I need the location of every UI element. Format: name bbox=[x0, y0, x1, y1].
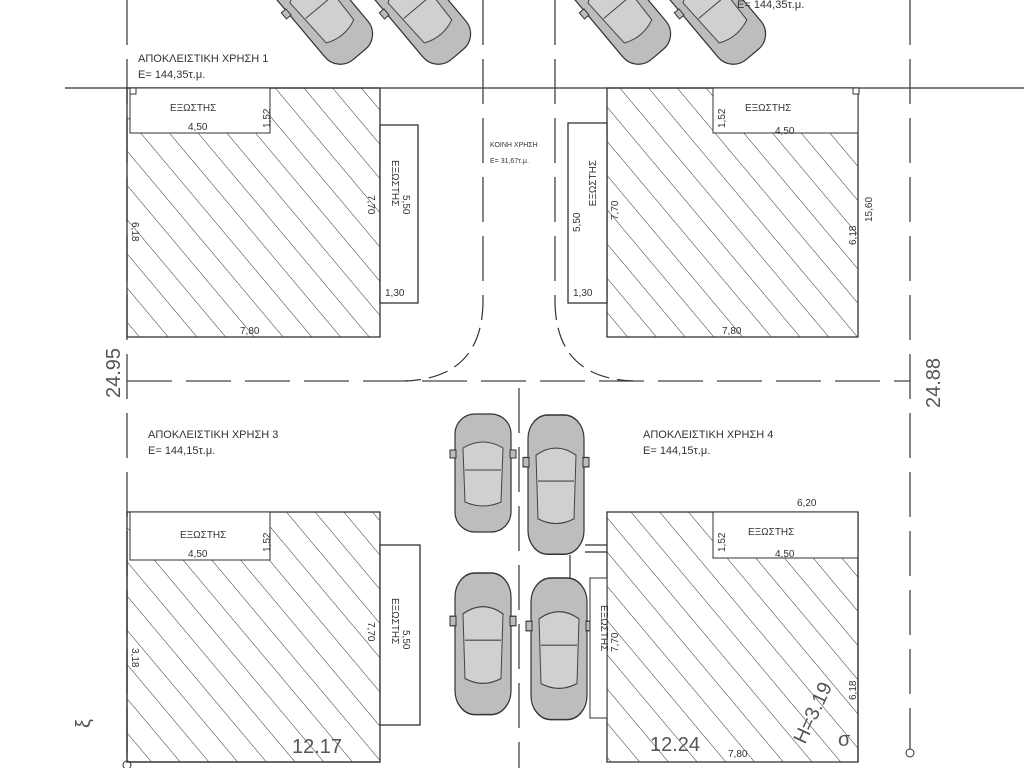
unit-3-area: Ε= 144,15τ.μ. bbox=[148, 445, 215, 457]
unit-1-area: Ε= 144,35τ.μ. bbox=[138, 69, 205, 81]
side-balcony-label: ΕΞΩΣΤΗΣ bbox=[598, 605, 609, 651]
unit-width: 7,80 bbox=[722, 326, 742, 337]
common-title: ΚΟΙΝΗ ΧΡΗΣΗ bbox=[490, 142, 538, 149]
unit-depth: 7,70 bbox=[365, 195, 376, 215]
side-balcony-label: ΕΞΩΣΤΗΣ bbox=[588, 160, 599, 206]
unit-width: 7,80 bbox=[240, 326, 260, 337]
balcony-width: 4,50 bbox=[775, 126, 795, 137]
balcony-width: 4,50 bbox=[775, 549, 795, 560]
unit-depth: 7,70 bbox=[365, 622, 376, 642]
unit-4: ΑΠΟΚΛΕΙΣΤΙΚΗ ΧΡΗΣΗ 4 Ε= 144,15τ.μ. 6,20 … bbox=[589, 429, 859, 763]
balcony-depth: 1,52 bbox=[717, 532, 728, 552]
unit-1-title: ΑΠΟΚΛΕΙΣΤΙΚΗ ΧΡΗΣΗ 1 bbox=[138, 53, 268, 65]
side-balcony-length: 5,50 bbox=[400, 195, 411, 215]
side-balcony-length: 5,50 bbox=[400, 630, 411, 650]
unit-2-area: Ε= 144,35τ.μ. bbox=[737, 0, 804, 11]
balcony-depth: 1,52 bbox=[262, 108, 273, 128]
unit-1: ΑΠΟΚΛΕΙΣΤΙΚΗ ΧΡΗΣΗ 1 Ε= 144,35τ.μ. ΕΞΩΣΤ… bbox=[126, 53, 419, 338]
common-area-value: Ε= 31,67τ.μ. bbox=[490, 158, 529, 165]
unit-left: 3,18 bbox=[129, 648, 140, 668]
frontage: 12.24 bbox=[650, 734, 700, 756]
top-dimension: 6,20 bbox=[797, 498, 817, 509]
side-balcony-width: 1,30 bbox=[573, 288, 593, 299]
corner-label-right: σ bbox=[838, 729, 851, 751]
balcony-label: ΕΞΩΣΤΗΣ bbox=[180, 530, 226, 541]
balcony-label: ΕΞΩΣΤΗΣ bbox=[745, 103, 791, 114]
unit-depth: 7,70 bbox=[610, 200, 621, 220]
unit-4-area: Ε= 144,15τ.μ. bbox=[643, 445, 710, 457]
parked-cars-top bbox=[257, 0, 779, 77]
balcony-label: ΕΞΩΣΤΗΣ bbox=[748, 527, 794, 538]
unit-depth: 7,70 bbox=[610, 632, 621, 652]
left-length: 24.95 bbox=[103, 348, 125, 398]
frontage: 12.17 bbox=[292, 736, 342, 758]
parked-cars-center bbox=[449, 413, 607, 721]
balcony-depth: 1,52 bbox=[717, 108, 728, 128]
balcony-width: 4,50 bbox=[188, 549, 208, 560]
side-balcony-label: ΕΞΩΣΤΗΣ bbox=[389, 160, 400, 206]
balcony-depth: 1,52 bbox=[262, 532, 273, 552]
balcony-width: 4,50 bbox=[188, 122, 208, 133]
unit-3: ΑΠΟΚΛΕΙΣΤΙΚΗ ΧΡΗΣΗ 3 Ε= 144,15τ.μ. ΕΞΩΣΤ… bbox=[73, 429, 421, 763]
unit-width: 7,80 bbox=[728, 749, 748, 760]
unit-right: 6,18 bbox=[848, 225, 859, 245]
unit-4-title: ΑΠΟΚΛΕΙΣΤΙΚΗ ΧΡΗΣΗ 4 bbox=[643, 429, 773, 441]
outer-length: 15,60 bbox=[864, 197, 875, 222]
side-balcony-width: 1,30 bbox=[385, 288, 405, 299]
unit-3-title: ΑΠΟΚΛΕΙΣΤΙΚΗ ΧΡΗΣΗ 3 bbox=[148, 429, 278, 441]
side-balcony-length: 5,50 bbox=[572, 212, 583, 232]
right-length: 24.88 bbox=[923, 358, 945, 408]
unit-right: 6,18 bbox=[848, 680, 859, 700]
unit-left: 6,18 bbox=[129, 222, 140, 242]
side-balcony-label: ΕΞΩΣΤΗΣ bbox=[389, 598, 400, 644]
balcony-label: ΕΞΩΣΤΗΣ bbox=[170, 103, 216, 114]
unit-2: Ε= 144,35τ.μ. ΕΞΩΣΤΗΣ 4,50 1,52 ΕΞΩΣΤΗΣ … bbox=[567, 0, 875, 338]
common-area: ΚΟΙΝΗ ΧΡΗΣΗ Ε= 31,67τ.μ. bbox=[490, 142, 538, 165]
corner-label-left: ξ bbox=[73, 719, 95, 728]
